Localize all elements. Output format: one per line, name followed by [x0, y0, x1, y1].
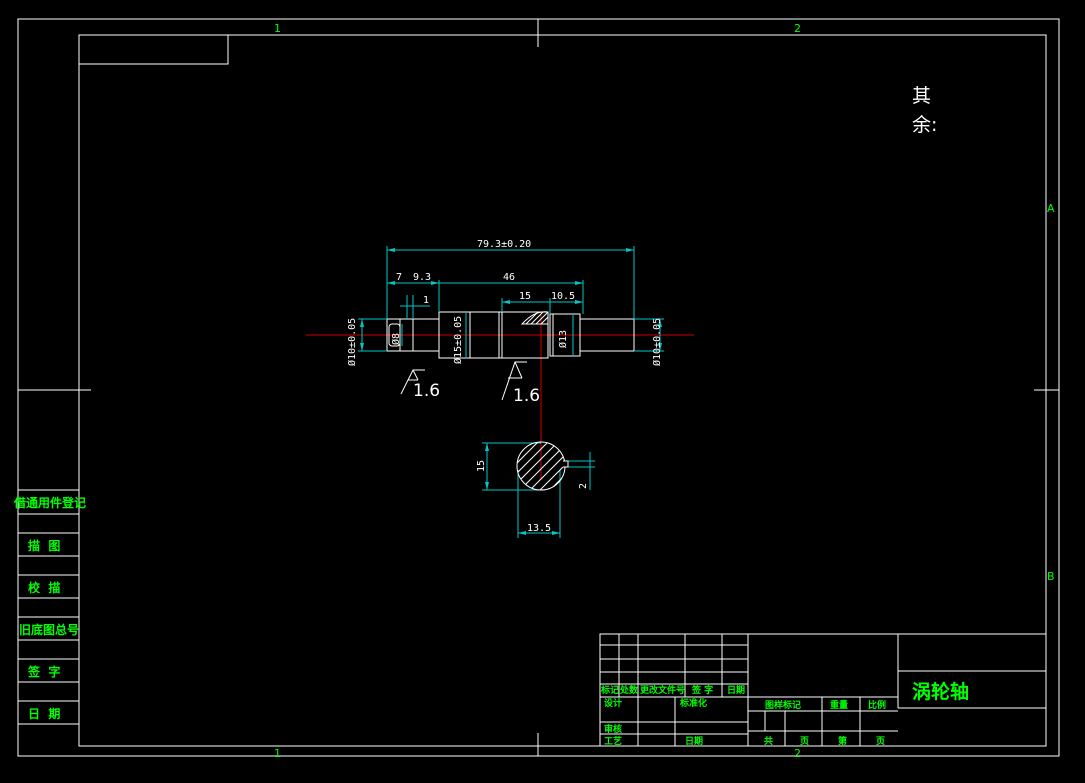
zone-label-bottom-2: 2 — [794, 747, 801, 760]
dim-overall-length: 79.3±0.20 — [477, 239, 531, 250]
roughness-symbol-2 — [501, 361, 527, 401]
title-stage-mark: 图样标记 — [765, 699, 801, 711]
zone-label-bottom-1: 1 — [274, 747, 281, 760]
dim-dia-left: Ø10±0.05 — [346, 318, 358, 366]
roughness-symbol-1 — [400, 369, 425, 395]
dim-46: 46 — [503, 272, 515, 283]
dim-15-top: 15 — [519, 291, 531, 302]
keyway-hatch — [520, 311, 549, 325]
title-scale: 比例 — [868, 699, 886, 711]
dim-section-width: 13.5 — [527, 523, 551, 534]
title-review: 审核 — [604, 723, 622, 735]
dim-7: 7 — [396, 272, 402, 283]
side-panel-item: 借通用件登记 — [13, 495, 86, 510]
roughness-value-1: 1.6 — [413, 381, 440, 401]
title-standardize: 标准化 — [679, 697, 707, 709]
drawing-frame — [17, 18, 1060, 757]
side-panel-item: 描 图 — [28, 538, 60, 553]
title-row-label: 日期 — [727, 684, 745, 696]
title-weight: 重量 — [830, 699, 848, 711]
title-process: 工艺 — [604, 735, 622, 747]
zone-label-top-2: 2 — [794, 22, 801, 35]
title-design: 设计 — [604, 697, 622, 709]
title-total: 共 — [764, 735, 773, 747]
side-panel-item: 签 字 — [27, 664, 60, 679]
part-name: 涡轮轴 — [912, 680, 969, 703]
note-line-2: 余: — [912, 114, 937, 136]
side-panel-item: 日 期 — [28, 706, 60, 721]
roughness-value-2: 1.6 — [513, 386, 540, 406]
dim-dia-8: Ø8 — [390, 333, 402, 345]
zone-label-top-1: 1 — [274, 22, 281, 35]
zone-label-right-a: A — [1047, 202, 1055, 215]
title-row-label: 处数 — [619, 684, 639, 696]
title-pages: 页 — [800, 736, 809, 747]
dim-dia-right: Ø10±0.05 — [651, 318, 663, 366]
dimension-arrows — [360, 248, 662, 535]
title-row-label: 更改文件号 — [640, 684, 685, 696]
side-panel-item: 校 描 — [28, 580, 60, 595]
title-date: 日期 — [685, 735, 703, 747]
title-page: 页 — [876, 736, 885, 747]
title-sheet: 第 — [838, 735, 847, 747]
dim-dia-15: Ø15±0.05 — [452, 316, 464, 364]
title-row-label: 标记 — [600, 684, 619, 696]
side-panel-item: 旧底图总号 — [19, 622, 79, 637]
dim-10-5: 10.5 — [551, 291, 575, 302]
title-block — [599, 633, 1047, 747]
dim-9-3: 9.3 — [413, 272, 431, 283]
dim-dia-13: Ø13 — [557, 330, 569, 348]
zone-label-right-b: B — [1047, 570, 1055, 583]
side-panel — [17, 489, 80, 725]
title-row-label: 签 字 — [691, 684, 713, 696]
dim-section-keyway: 2 — [578, 483, 589, 489]
note-line-1: 其 — [912, 85, 931, 107]
dim-section-height: 15 — [476, 460, 487, 472]
dim-1: 1 — [423, 295, 429, 306]
